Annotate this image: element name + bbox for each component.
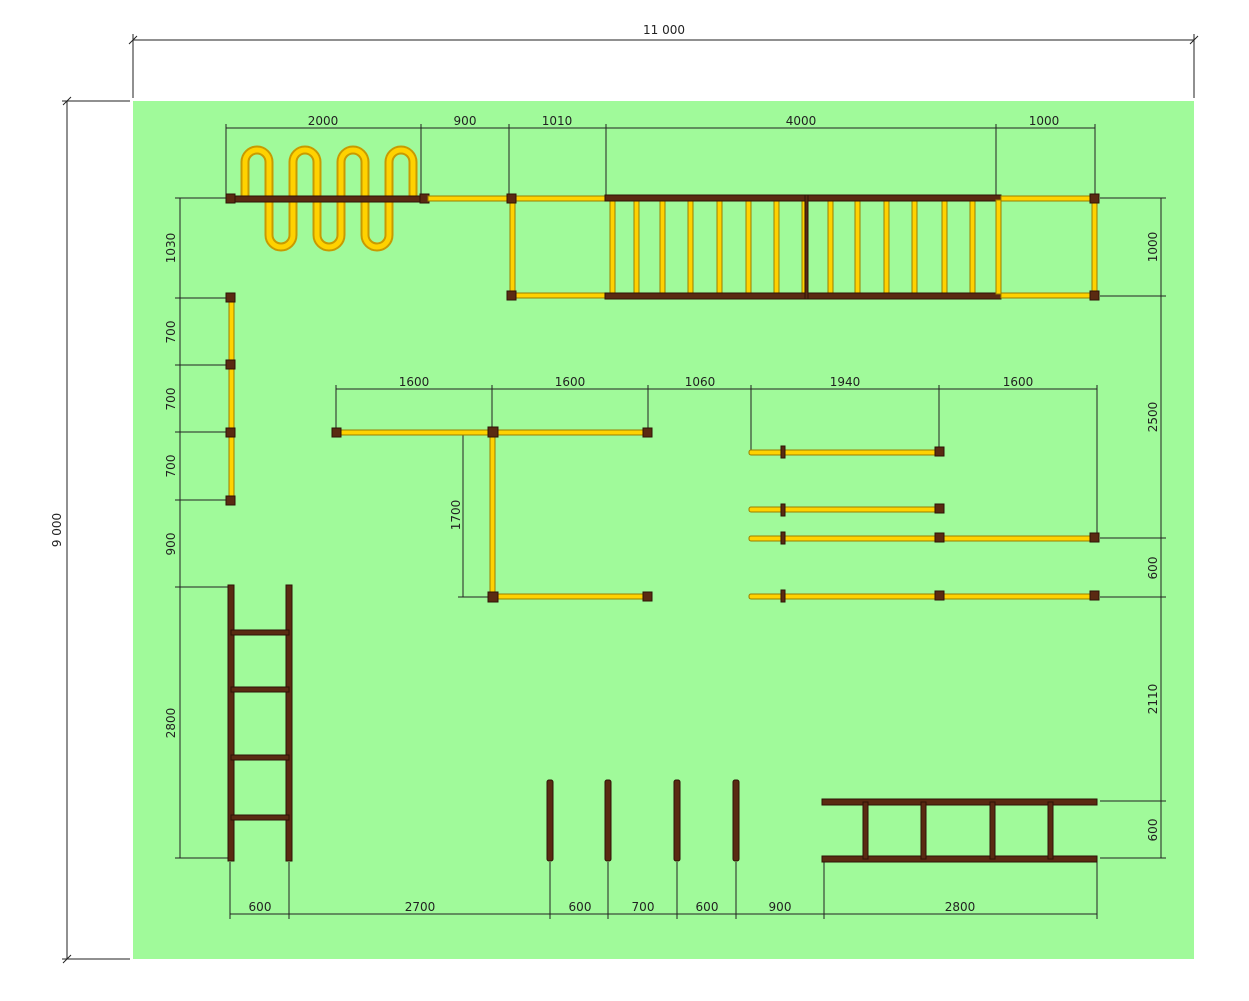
tee-height-label: 1700 bbox=[449, 500, 463, 531]
top-parallel-rails bbox=[995, 193, 1100, 301]
bottom-dim-1: 600 bbox=[249, 900, 272, 914]
left-balance-rail bbox=[225, 292, 236, 506]
left-dim-4: 700 bbox=[164, 455, 178, 478]
vertical-wooden-ladder bbox=[227, 584, 293, 862]
left-dim-6: 2800 bbox=[164, 708, 178, 739]
stepping-posts bbox=[546, 779, 740, 862]
top-dim-3: 1010 bbox=[542, 114, 573, 128]
mid-dim-4: 1940 bbox=[830, 375, 861, 389]
top-dim-4: 4000 bbox=[786, 114, 817, 128]
top-dimension-chain: 2000 900 1010 4000 1000 bbox=[225, 114, 1096, 196]
right-dim-5: 600 bbox=[1146, 819, 1160, 842]
horizontal-wooden-ladder bbox=[821, 798, 1098, 863]
left-dim-2: 700 bbox=[164, 321, 178, 344]
left-dim-3: 700 bbox=[164, 388, 178, 411]
bottom-dimension-chain: 600 2700 600 700 600 900 2800 bbox=[229, 862, 1098, 919]
bottom-dim-6: 900 bbox=[769, 900, 792, 914]
overall-height-dimension: 9 000 bbox=[50, 96, 130, 964]
left-dimension-chain: 1030 700 700 700 900 2800 bbox=[164, 197, 228, 859]
right-dim-1: 1000 bbox=[1146, 232, 1160, 263]
mid-dimension-chain: 1600 1600 1060 1940 1600 bbox=[335, 375, 1098, 535]
right-dimension-chain: 1000 2500 600 2110 600 bbox=[1100, 197, 1166, 859]
overall-width-dimension: 11 000 bbox=[128, 23, 1199, 98]
tee-rail-structure bbox=[331, 426, 653, 603]
top-dim-5: 1000 bbox=[1029, 114, 1060, 128]
serpentine-tube bbox=[225, 145, 430, 252]
bottom-dim-7: 2800 bbox=[945, 900, 976, 914]
overall-height-label: 9 000 bbox=[50, 513, 64, 547]
left-dim-1: 1030 bbox=[164, 233, 178, 264]
bottom-dim-3: 600 bbox=[569, 900, 592, 914]
top-dim-2: 900 bbox=[454, 114, 477, 128]
bottom-dim-4: 700 bbox=[632, 900, 655, 914]
right-dim-3: 600 bbox=[1146, 557, 1160, 580]
bottom-dim-2: 2700 bbox=[405, 900, 436, 914]
overall-width-label: 11 000 bbox=[643, 23, 685, 37]
top-dim-1: 2000 bbox=[308, 114, 339, 128]
right-dim-2: 2500 bbox=[1146, 402, 1160, 433]
mid-dim-2: 1600 bbox=[555, 375, 586, 389]
horizontal-bars-group bbox=[748, 445, 1100, 603]
right-dim-4: 2110 bbox=[1146, 684, 1160, 715]
left-dim-5: 900 bbox=[164, 533, 178, 556]
overhead-ladder bbox=[604, 194, 1002, 300]
mid-dim-1: 1600 bbox=[399, 375, 430, 389]
mid-dim-5: 1600 bbox=[1003, 375, 1034, 389]
bottom-dim-5: 600 bbox=[696, 900, 719, 914]
mid-dim-3: 1060 bbox=[685, 375, 716, 389]
